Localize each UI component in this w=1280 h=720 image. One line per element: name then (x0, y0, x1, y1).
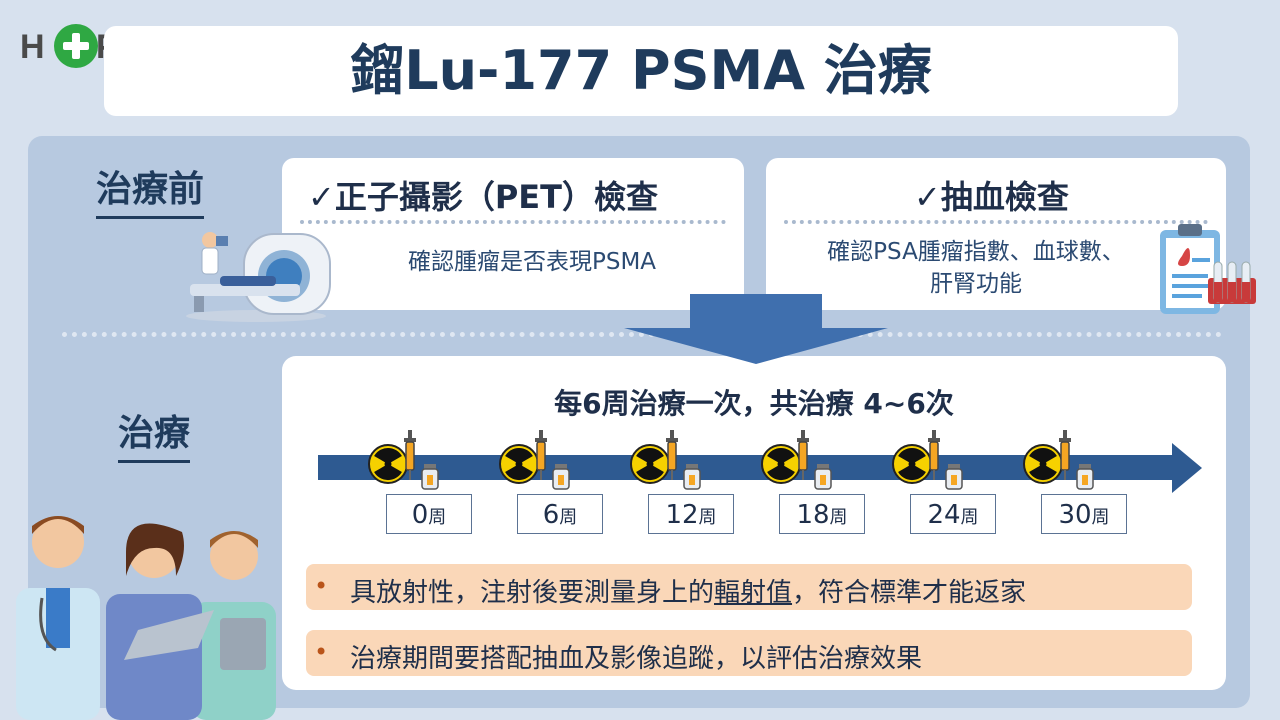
down-arrow-icon (624, 294, 888, 364)
page-title: 鎦Lu-177 PSMA 治療 (350, 39, 932, 102)
radiation-icon (892, 444, 932, 484)
pet-exam-desc: 確認腫瘤是否表現PSMA (407, 249, 657, 275)
vial-icon (552, 464, 570, 490)
test-tubes-icon (1208, 261, 1256, 304)
week-unit: 周 (698, 507, 717, 528)
dotted-divider (784, 220, 1208, 224)
week-label: 30周 (1041, 494, 1127, 534)
timeline-marker (368, 430, 439, 490)
note-radiation: • 具放射性，注射後要測量身上的輻射值，符合標準才能返家 (306, 564, 1192, 610)
bullet: • (314, 638, 329, 666)
timeline-marker (892, 430, 963, 490)
syringe-icon (666, 430, 678, 480)
week-label: 12周 (648, 494, 734, 534)
week-number: 18 (796, 500, 830, 530)
week-number: 6 (542, 500, 560, 530)
week-number: 24 (927, 500, 961, 530)
vial-icon (814, 464, 832, 490)
week-label: 24周 (910, 494, 996, 534)
blood-test-desc-line2: 肝腎功能 (930, 271, 1022, 297)
timeline-marker (499, 430, 570, 490)
week-unit: 周 (829, 507, 848, 528)
clipboard-icon (1160, 224, 1256, 314)
week-unit: 周 (559, 507, 578, 528)
week-label: 6周 (517, 494, 603, 534)
radiation-icon (630, 444, 670, 484)
syringe-icon (1059, 430, 1071, 480)
note-radiation-text: 具放射性，注射後要測量身上的輻射值，符合標準才能返家 (350, 578, 1027, 608)
pet-scanner-icon (186, 232, 331, 322)
week-number: 12 (665, 500, 699, 530)
syringe-icon (535, 430, 547, 480)
section-label-treatment: 治療 (118, 404, 191, 463)
week-label: 18周 (779, 494, 865, 534)
note-followup: • 治療期間要搭配抽血及影像追蹤，以評估治療效果 (306, 630, 1192, 676)
blood-test-card: ✓抽血檢查 確認PSA腫瘤指數、血球數、 肝腎功能 (766, 158, 1226, 310)
timeline-marker (630, 430, 701, 490)
week-unit: 周 (1091, 507, 1110, 528)
blood-test-desc-line1: 確認PSA腫瘤指數、血球數、 (827, 239, 1125, 265)
vial-icon (1076, 464, 1094, 490)
timeline-marker (761, 430, 832, 490)
week-number: 0 (411, 500, 429, 530)
week-label: 0周 (386, 494, 472, 534)
logo-letter-h: H (20, 28, 46, 66)
blood-test-title: ✓抽血檢查 (914, 178, 1069, 216)
syringe-icon (928, 430, 940, 480)
pet-exam-title: ✓正子攝影（PET）檢查 (308, 178, 658, 216)
timeline-arrow-head (1172, 443, 1202, 493)
week-unit: 周 (960, 507, 979, 528)
doctors-illustration (16, 516, 276, 720)
vial-icon (683, 464, 701, 490)
syringe-icon (797, 430, 809, 480)
vial-icon (945, 464, 963, 490)
pet-exam-card: ✓正子攝影（PET）檢查 確認腫瘤是否表現PSMA (282, 158, 744, 310)
dotted-divider (300, 220, 726, 224)
section-divider (62, 332, 1222, 337)
section-label-pre-treatment: 治療前 (96, 160, 205, 219)
note-followup-text: 治療期間要搭配抽血及影像追蹤，以評估治療效果 (350, 644, 923, 674)
week-number: 30 (1058, 500, 1092, 530)
radiation-icon (368, 444, 408, 484)
timeline-marker (1023, 430, 1094, 490)
bullet: • (314, 572, 329, 600)
syringe-icon (404, 430, 416, 480)
treatment-frequency: 每6周治療一次，共治療 4~6次 (554, 387, 954, 420)
title-banner: 鎦Lu-177 PSMA 治療 (104, 26, 1178, 116)
vial-icon (421, 464, 439, 490)
radiation-icon (761, 444, 801, 484)
radiation-icon (499, 444, 539, 484)
week-unit: 周 (428, 507, 447, 528)
radiation-icon (1023, 444, 1063, 484)
logo-cross-icon (54, 24, 98, 68)
